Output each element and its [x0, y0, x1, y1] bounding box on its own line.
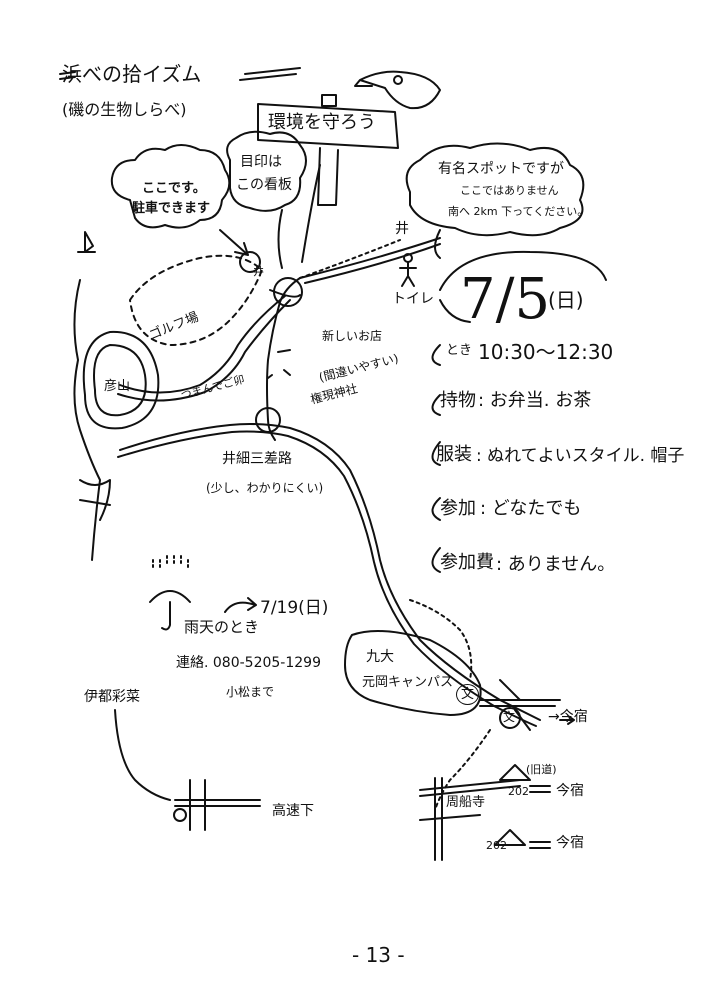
shrine-mark-2: 井: [253, 265, 264, 278]
rain-arrow: [224, 597, 257, 613]
title-underline: [239, 67, 301, 81]
items-value: : お弁当. お茶: [478, 390, 592, 411]
page-subtitle: (磯の生物しらべ): [62, 100, 187, 119]
golf-area: [129, 254, 263, 346]
sailboat-icon: [77, 231, 96, 253]
items-label: 持物: [440, 390, 476, 411]
clothes-label: 服装: [436, 444, 472, 465]
landmark-callout-1: 目印は: [240, 154, 282, 170]
imajuku-label-3: 今宿: [556, 835, 584, 851]
page-number: - 13 -: [352, 943, 405, 967]
time-label: とき: [446, 343, 473, 358]
page-title: 浜べの拾イズム: [62, 62, 202, 86]
route-202-b: 202: [486, 839, 507, 852]
signpost-pole: [317, 147, 339, 206]
signboard-frame: [257, 103, 399, 149]
famous-callout-2: ここではありません: [460, 184, 559, 197]
junction-note: (少し、わかりにくい): [206, 481, 324, 495]
parking-callout-2: 駐車できます: [132, 201, 211, 216]
landmark-bubble: [226, 130, 307, 212]
landmark-callout-2: この看板: [236, 177, 292, 193]
route-202-a: 202: [508, 785, 529, 798]
participants-value: : どなたでも: [480, 498, 582, 519]
signboard-text: 環境を守ろう: [268, 112, 376, 133]
campus-outline: [344, 630, 482, 716]
imajuku-label-2: 今宿: [556, 783, 584, 799]
fee-label: 参加費: [440, 552, 494, 573]
lower-road: [119, 423, 541, 721]
shuufukuji-label: 周船寺: [446, 795, 486, 810]
parking-callout-1: ここです。: [142, 181, 206, 196]
rain-label: 雨天のとき: [184, 618, 260, 636]
old-road-label: (旧道): [526, 763, 557, 776]
junction-label: 井細三差路: [222, 451, 292, 467]
imajuku-label-1: →今宿: [548, 709, 588, 725]
school-mark-2: 文: [503, 710, 516, 724]
itosaisai-label: 伊都彩菜: [84, 689, 140, 705]
toilet-label: トイレ: [392, 291, 434, 307]
highway: [174, 779, 261, 831]
school-mark: 文: [456, 684, 480, 705]
rain-date: 7/19(日): [260, 598, 329, 618]
campus-label-1: 九大: [366, 649, 394, 665]
famous-bubble: [405, 142, 585, 237]
famous-callout-3: 南へ 2km 下ってください。: [448, 205, 589, 218]
new-shop-label: 新しいお店: [322, 329, 383, 343]
umbrella-icon: [149, 590, 191, 631]
shrine-mark: 井: [395, 221, 409, 237]
mountain-label: 彦山: [104, 379, 131, 394]
rain-contact: 連絡. 080-5205-1299: [176, 655, 321, 671]
parking-bubble: [110, 144, 231, 229]
campus-label-2: 元岡キャンパス: [362, 675, 454, 690]
mountain-contour: [93, 344, 147, 417]
time-value: 10:30〜12:30: [478, 340, 614, 364]
clothes-value: : ぬれてよいスタイル. 帽子: [476, 446, 685, 466]
event-day: (日): [548, 288, 584, 312]
rain-contact-person: 小松まで: [226, 685, 275, 699]
bird-icon: [354, 70, 441, 110]
coastline: [73, 279, 101, 561]
koosoku-label: 高速下: [272, 803, 314, 819]
fee-value: : ありません。: [496, 554, 616, 575]
famous-callout-1: 有名スポットですが: [438, 161, 564, 177]
event-date: 7/5: [460, 267, 551, 332]
participants-label: 参加: [440, 498, 476, 519]
